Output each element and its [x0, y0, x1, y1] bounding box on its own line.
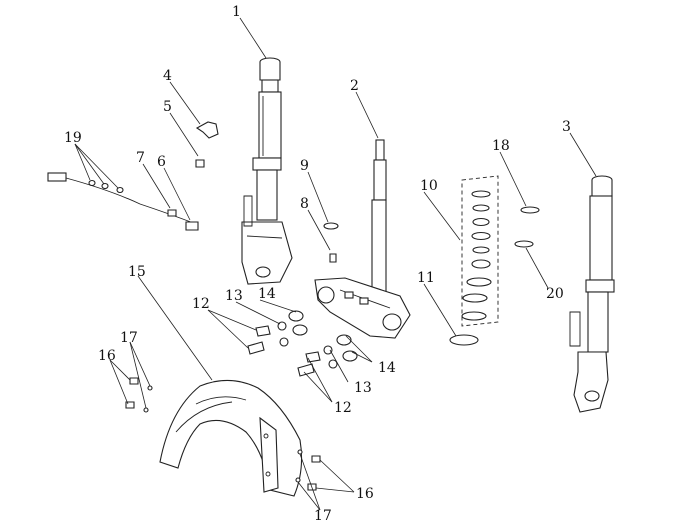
screws-16-17-left — [125, 377, 153, 413]
washer-9 — [323, 222, 339, 230]
callout-14-left: 14 — [258, 286, 276, 302]
mount-bracket — [195, 121, 219, 139]
callout-18: 18 — [492, 138, 510, 154]
clip-6 — [185, 221, 199, 231]
callout-16-right: 16 — [356, 486, 374, 502]
callout-10: 10 — [420, 178, 438, 194]
bearing-set — [461, 175, 499, 327]
callout-7: 7 — [136, 150, 145, 166]
fastener-group-right — [297, 334, 358, 377]
callout-6: 6 — [157, 154, 166, 170]
callout-8: 8 — [300, 196, 309, 212]
callout-17-right: 17 — [314, 508, 332, 524]
left-fork-leg — [241, 57, 293, 285]
callout-9: 9 — [300, 158, 309, 174]
callout-11: 11 — [417, 270, 435, 286]
callout-20: 20 — [546, 286, 564, 302]
callout-16-left: 16 — [98, 348, 116, 364]
screws-16-17-right — [295, 449, 321, 491]
bolt-8 — [329, 253, 337, 263]
callout-12-left: 12 — [192, 296, 210, 312]
callout-13-right: 13 — [354, 380, 372, 396]
steering-stem — [314, 139, 411, 339]
callout-14-right: 14 — [378, 360, 396, 376]
speedometer-cable — [47, 172, 197, 225]
right-fork-leg — [569, 175, 615, 413]
seal-ring — [449, 334, 479, 346]
callout-17-left: 17 — [120, 330, 138, 346]
callout-15: 15 — [128, 264, 146, 280]
small-bolt — [195, 159, 205, 168]
screw-7 — [167, 209, 177, 217]
washer-20 — [514, 240, 534, 248]
callout-19: 19 — [64, 130, 82, 146]
callout-2: 2 — [350, 78, 359, 94]
callout-13-left: 13 — [225, 288, 243, 304]
front-fender — [159, 379, 303, 497]
callout-12-right: 12 — [334, 400, 352, 416]
fastener-group-left — [247, 310, 308, 355]
callout-4: 4 — [163, 68, 172, 84]
circlip-18 — [520, 206, 540, 214]
leader-lines — [74, 17, 597, 511]
callout-3: 3 — [562, 119, 571, 135]
callout-1: 1 — [232, 4, 241, 20]
callout-5: 5 — [163, 99, 172, 115]
